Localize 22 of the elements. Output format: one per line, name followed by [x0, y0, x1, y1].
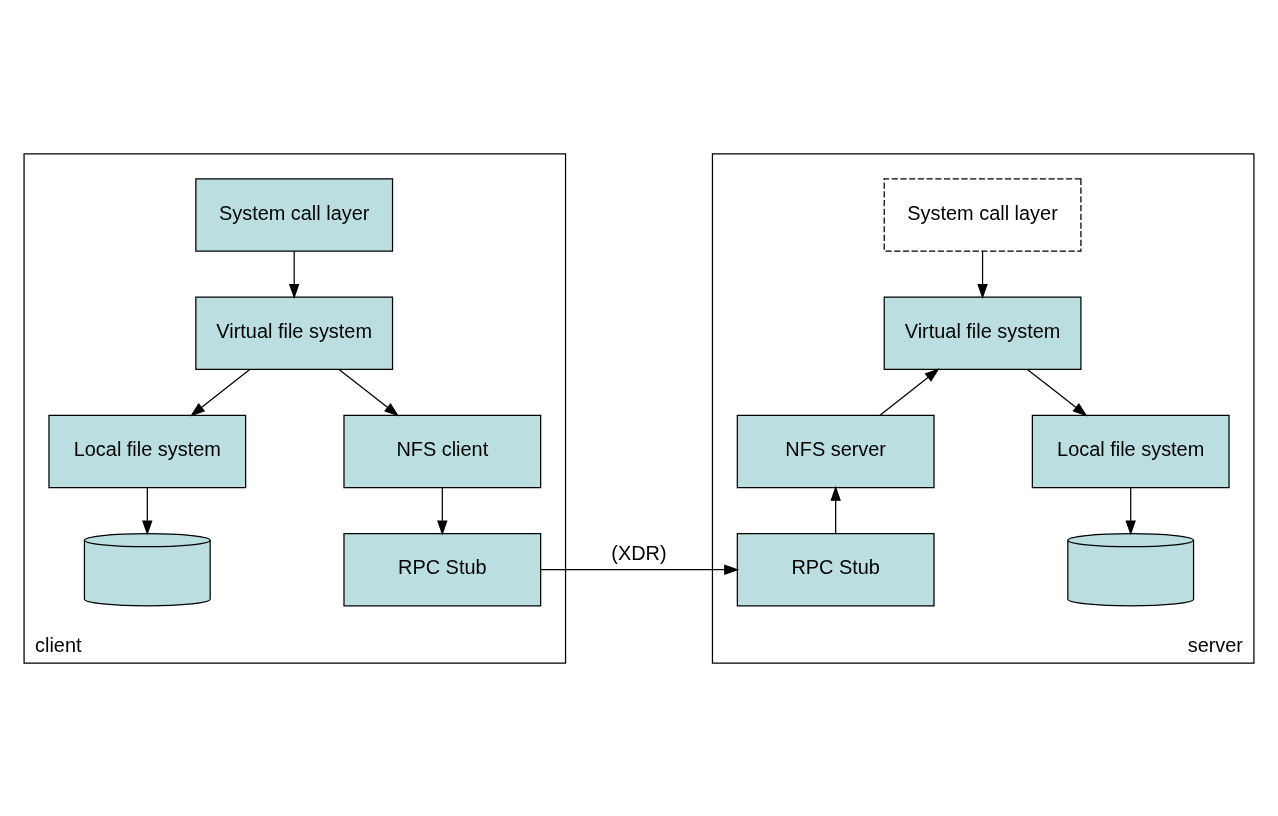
node-box: Virtual file system — [883, 295, 1082, 370]
arrow — [142, 486, 153, 535]
node-box: RPC Stub — [343, 532, 542, 606]
node-box: System call layer — [195, 177, 394, 252]
node-box: Local file system — [48, 414, 247, 488]
node-box: System call layer — [883, 177, 1082, 252]
node-box: RPC Stub — [736, 532, 935, 606]
node-box: NFS client — [343, 414, 542, 488]
arrow — [830, 485, 841, 534]
arrow — [288, 250, 300, 299]
arrow — [338, 368, 400, 416]
arrow — [1125, 486, 1136, 535]
node-box: Virtual file system — [195, 295, 394, 370]
arrow — [879, 367, 940, 416]
arrow — [540, 563, 740, 575]
edge-label: (XDR) — [611, 540, 667, 563]
arrow — [437, 486, 448, 535]
arrow — [1026, 368, 1088, 416]
arrow — [977, 250, 988, 299]
node-box: Local file system — [1031, 414, 1230, 488]
node-box: NFS server — [736, 414, 935, 488]
arrow — [190, 368, 251, 416]
